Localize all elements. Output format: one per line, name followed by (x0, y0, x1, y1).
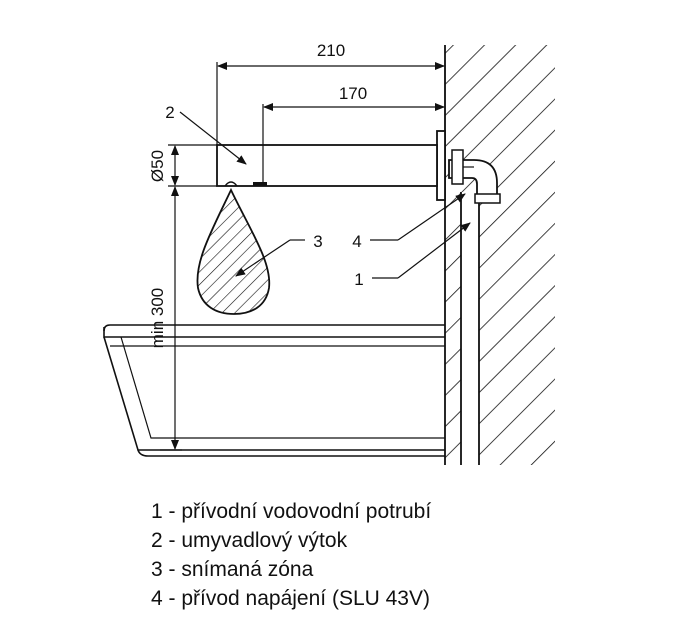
elbow-fitting (448, 149, 501, 204)
callout-spout: 2 (165, 103, 247, 165)
callout-sensing-zone: 3 (235, 232, 323, 277)
dimension-total-length: 210 (216, 41, 446, 145)
dimension-170-label: 170 (339, 84, 367, 103)
callout-2-label: 2 (165, 103, 174, 122)
dimension-min-height: min 300 (148, 186, 182, 451)
callout-water-pipe: 1 (354, 222, 471, 289)
dimension-210-label: 210 (317, 41, 345, 60)
dimension-min-300-label: min 300 (148, 288, 167, 348)
sensing-zone (196, 187, 271, 315)
legend-item-spout: 2 - umyvadlový výtok (151, 529, 348, 552)
dimension-diameter-label: Ø50 (148, 150, 167, 182)
dimension-diameter: Ø50 (148, 144, 217, 187)
wash-basin (103, 324, 445, 457)
legend-item-water-pipe: 1 - přívodní vodovodní potrubí (151, 500, 432, 523)
callout-4-label: 4 (352, 232, 361, 251)
basin-spout (216, 144, 438, 187)
technical-drawing: 210 170 Ø50 min 300 2 3 4 1 (103, 41, 555, 465)
legend-item-sensing-zone: 3 - snímaná zóna (151, 558, 314, 581)
wall-plate (436, 130, 446, 201)
dimension-spout-length: 170 (262, 84, 445, 145)
water-supply-pipe (460, 192, 480, 465)
callout-power-supply: 4 (352, 193, 466, 251)
legend-item-power-supply: 4 - přívod napájení (SLU 43V) (151, 587, 430, 610)
callout-1-label: 1 (354, 270, 363, 289)
callout-3-label: 3 (313, 232, 322, 251)
legend: 1 - přívodní vodovodní potrubí 2 - umyva… (151, 497, 431, 613)
